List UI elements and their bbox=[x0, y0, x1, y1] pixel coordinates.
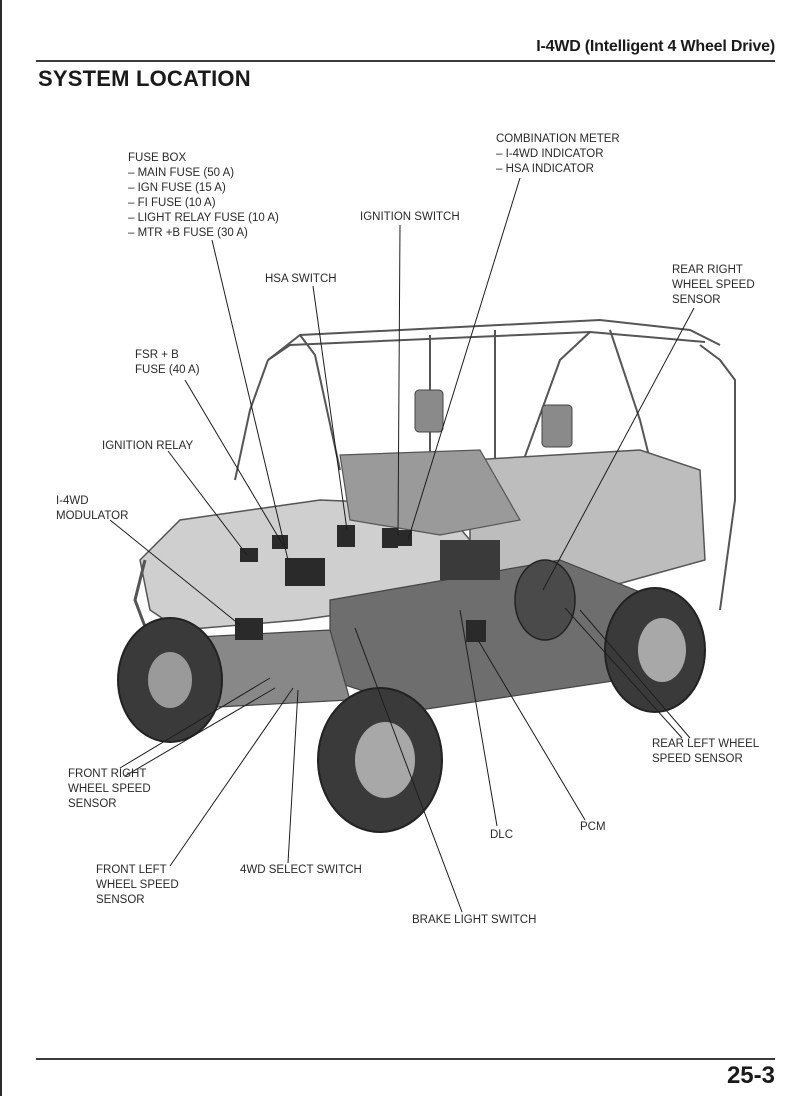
label-line: FRONT LEFT bbox=[96, 864, 167, 876]
footer-rule bbox=[36, 1058, 775, 1060]
label-modulator: I-4WD MODULATOR bbox=[56, 494, 128, 524]
label-line: REAR LEFT WHEEL bbox=[652, 738, 760, 750]
label-combination-meter: COMBINATION METER – I-4WD INDICATOR – HS… bbox=[496, 132, 620, 177]
label-front-left-sensor: FRONT LEFT WHEEL SPEED SENSOR bbox=[96, 863, 179, 908]
fuse-box-item: – MAIN FUSE (50 A) bbox=[128, 167, 235, 179]
fuse-box-item: – MTR +B FUSE (30 A) bbox=[128, 227, 248, 239]
label-fuse-box: FUSE BOX – MAIN FUSE (50 A) – IGN FUSE (… bbox=[128, 151, 279, 241]
roll-cage bbox=[234, 318, 736, 611]
section-title: SYSTEM LOCATION bbox=[38, 66, 251, 91]
wheels bbox=[117, 559, 706, 833]
label-line: FUSE (40 A) bbox=[135, 364, 200, 376]
label-dlc: DLC bbox=[490, 829, 514, 841]
label-line: REAR RIGHT bbox=[672, 264, 743, 276]
label-line: WHEEL SPEED bbox=[96, 879, 179, 891]
label-fsr-fuse: FSR + B FUSE (40 A) bbox=[135, 348, 200, 378]
combination-meter-title: COMBINATION METER bbox=[496, 133, 620, 145]
label-line: FSR + B bbox=[135, 349, 179, 361]
label-brake-light-switch: BRAKE LIGHT SWITCH bbox=[412, 914, 537, 926]
label-pcm: PCM bbox=[580, 821, 606, 833]
page-edge bbox=[0, 0, 2, 1096]
fuse-box-title: FUSE BOX bbox=[128, 152, 187, 164]
chapter-title: I-4WD (Intelligent 4 Wheel Drive) bbox=[536, 38, 775, 55]
fuse-box-item: – IGN FUSE (15 A) bbox=[128, 182, 226, 194]
fuse-box-item: – FI FUSE (10 A) bbox=[128, 197, 216, 209]
header-rule bbox=[36, 60, 775, 62]
fuse-box-item: – LIGHT RELAY FUSE (10 A) bbox=[128, 212, 279, 224]
label-line: FRONT RIGHT bbox=[68, 768, 147, 780]
combination-meter-item: – I-4WD INDICATOR bbox=[496, 148, 604, 160]
label-line: I-4WD bbox=[56, 495, 89, 507]
label-rear-right-sensor: REAR RIGHT WHEEL SPEED SENSOR bbox=[672, 263, 755, 308]
label-line: MODULATOR bbox=[56, 510, 129, 522]
label-hsa-switch: HSA SWITCH bbox=[265, 273, 337, 285]
label-line: SENSOR bbox=[68, 798, 117, 810]
combination-meter-item: – HSA INDICATOR bbox=[496, 163, 594, 175]
page-number: 25-3 bbox=[726, 1062, 775, 1089]
label-rear-left-sensor: REAR LEFT WHEEL SPEED SENSOR bbox=[652, 737, 759, 767]
label-line: WHEEL SPEED bbox=[672, 279, 755, 291]
label-front-right-sensor: FRONT RIGHT WHEEL SPEED SENSOR bbox=[68, 767, 151, 812]
leader-lines bbox=[109, 177, 695, 913]
label-line: SENSOR bbox=[672, 294, 721, 306]
label-ignition-relay: IGNITION RELAY bbox=[102, 440, 194, 452]
label-line: SENSOR bbox=[96, 894, 145, 906]
label-ignition-switch: IGNITION SWITCH bbox=[360, 211, 460, 223]
label-line: SPEED SENSOR bbox=[652, 753, 743, 765]
vehicle-body bbox=[133, 389, 706, 711]
label-line: WHEEL SPEED bbox=[68, 783, 151, 795]
label-4wd-select-switch: 4WD SELECT SWITCH bbox=[240, 864, 362, 876]
